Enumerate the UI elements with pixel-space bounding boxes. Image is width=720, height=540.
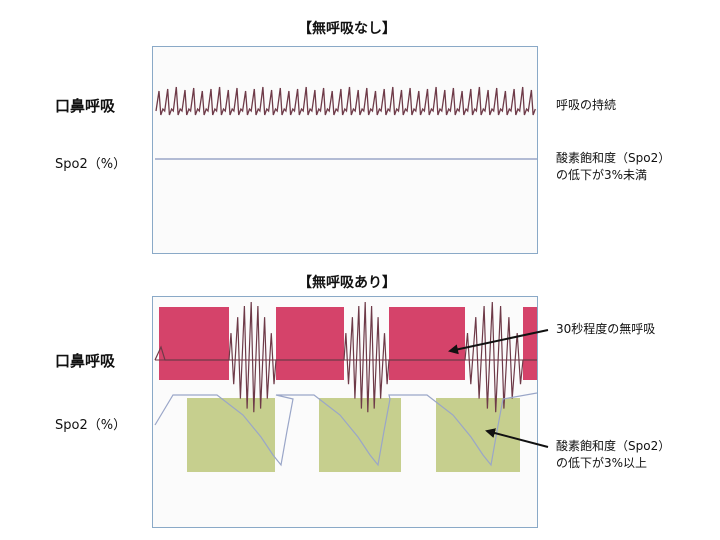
desaturation-period-block [187, 398, 275, 472]
panel-no-apnea [152, 46, 538, 254]
note-spo2-over-3-line2: の低下が3%以上 [556, 456, 648, 470]
note-spo2-over-3-line1: 酸素飽和度（Spo2） [556, 439, 671, 453]
airflow-label-top: 口鼻呼吸 [55, 97, 116, 115]
note-breathing-continues: 呼吸の持続 [556, 98, 617, 112]
panel-with-apnea [152, 296, 538, 528]
apnea-period-block [159, 307, 229, 380]
airflow-wave-normal [155, 86, 536, 116]
title-no-apnea: 【無呼吸なし】 [298, 21, 396, 37]
apnea-period-block [523, 307, 537, 380]
apnea-chart [154, 301, 537, 472]
note-spo2-under-3: 酸素飽和度（Spo2） の低下が3%未満 [556, 150, 670, 184]
airflow-wave-apnea [154, 301, 537, 413]
note-apnea-30s: 30秒程度の無呼吸 [556, 322, 656, 336]
spo2-label-bottom: Spo2（%） [55, 418, 127, 433]
note-spo2-under-3-line1: 酸素飽和度（Spo2） [556, 151, 671, 165]
spo2-label-top: Spo2（%） [55, 157, 127, 172]
note-spo2-over-3: 酸素飽和度（Spo2） の低下が3%以上 [556, 438, 670, 472]
apnea-period-block [389, 307, 465, 380]
airflow-label-bottom: 口鼻呼吸 [55, 352, 116, 370]
no-apnea-chart [155, 86, 537, 160]
spo2-line-desaturation [154, 392, 537, 467]
desaturation-period-block [436, 398, 520, 472]
apnea-period-block [276, 307, 344, 380]
note-spo2-under-3-line2: の低下が3%未満 [556, 168, 648, 182]
title-with-apnea: 【無呼吸あり】 [298, 275, 396, 291]
